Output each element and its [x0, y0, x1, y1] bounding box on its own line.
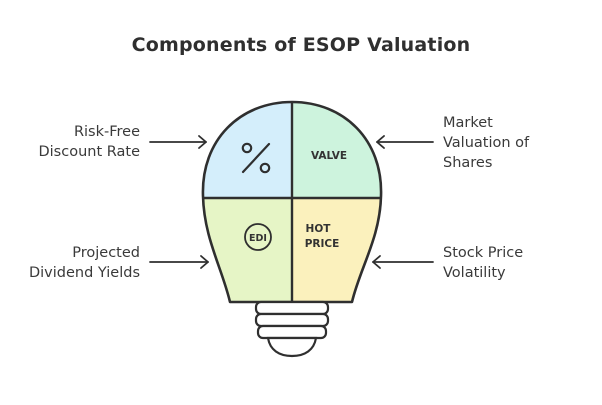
bulb-base-ring	[256, 324, 328, 340]
label-market-valuation-of-shares: Market Valuation of Shares	[443, 113, 529, 173]
hot-price-icon: HOT PRICE	[305, 223, 340, 250]
label-line: Market	[443, 115, 493, 131]
label-projected-dividend-yields: Projected Dividend Yields	[29, 243, 140, 283]
label-line: Discount Rate	[38, 144, 140, 160]
label-line: Dividend Yields	[28, 265, 140, 281]
arrow-dividend	[149, 255, 209, 269]
edi-icon-text: EDI	[249, 233, 267, 244]
edi-icon: EDI	[244, 223, 272, 251]
percent-icon	[241, 142, 271, 174]
bulb-outline	[201, 100, 383, 304]
label-line: Shares	[443, 155, 493, 171]
bulb-base-tip	[266, 336, 318, 358]
price-icon-text: PRICE	[305, 238, 340, 250]
bulb-base	[254, 300, 330, 358]
label-line: Valuation of	[443, 135, 530, 151]
quadrant-bottom-right	[292, 198, 382, 302]
label-stock-price-volatility: Stock Price Volatility	[443, 243, 523, 283]
quadrant-bottom-left	[202, 198, 292, 302]
bulb-base-ring	[254, 312, 330, 328]
hot-icon-text: HOT	[306, 223, 332, 235]
arrow-risk-free	[149, 135, 207, 149]
diagram-title: Components of ESOP Valuation	[131, 34, 471, 56]
label-line: Volatility	[443, 265, 506, 281]
label-risk-free-discount-rate: Risk-Free Discount Rate	[38, 122, 140, 162]
value-icon: VALVE	[311, 150, 347, 162]
label-line: Risk-Free	[73, 124, 140, 140]
quadrant-top-right	[292, 102, 382, 198]
arrow-market	[376, 135, 434, 149]
arrow-volatility	[372, 255, 434, 269]
label-line: Stock Price	[443, 245, 524, 261]
bulb-base-ring	[254, 300, 330, 316]
label-line: Projected	[72, 245, 140, 261]
